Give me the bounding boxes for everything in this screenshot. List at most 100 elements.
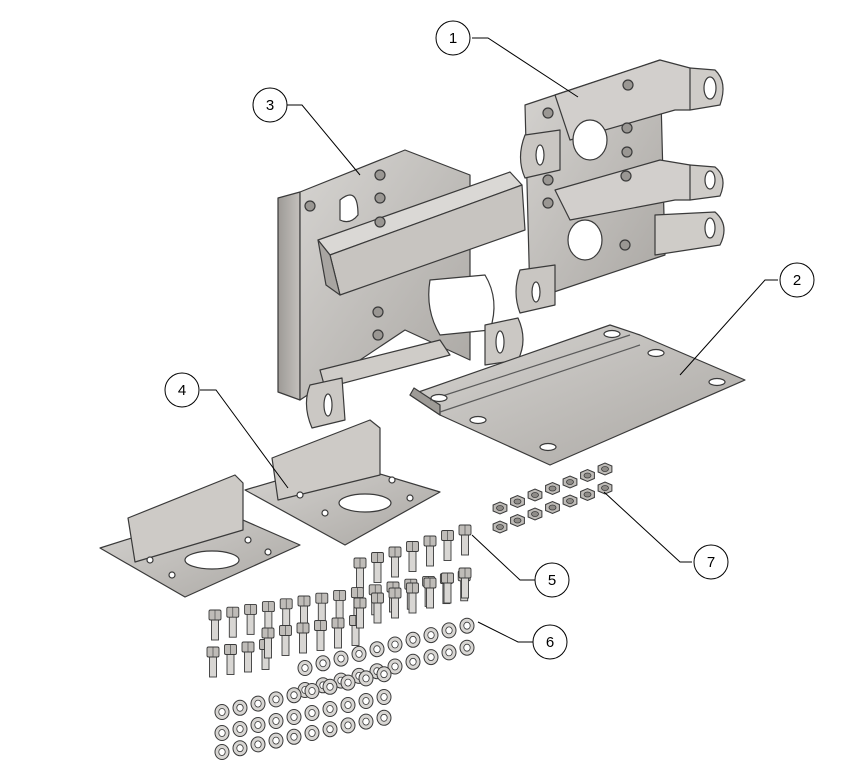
- hex-bolt: [423, 535, 437, 567]
- hex-bolt: [371, 592, 384, 624]
- hex-bolt: [406, 582, 419, 614]
- callout-5: 5: [534, 562, 570, 598]
- hex-bolt: [406, 541, 419, 572]
- callout-3-label: 3: [266, 97, 274, 114]
- balloons: 1 2 3 4 5 6 7: [164, 20, 815, 660]
- washer: [459, 639, 475, 656]
- base-plate: [409, 324, 746, 466]
- washer: [286, 709, 302, 725]
- washer: [268, 691, 284, 708]
- washer: [459, 617, 475, 634]
- washer: [358, 670, 374, 687]
- callout-7-label: 7: [707, 554, 715, 571]
- callout-1: 1: [435, 20, 471, 56]
- callout-4: 4: [164, 372, 200, 408]
- hex-bolt: [206, 646, 220, 678]
- washer: [304, 683, 320, 699]
- hex-bolts: [206, 524, 472, 678]
- upper-bracket: [515, 59, 725, 314]
- hex-nut: [597, 481, 613, 495]
- callout-1-label: 1: [449, 30, 457, 47]
- hex-nut: [510, 513, 525, 528]
- washer: [232, 699, 248, 716]
- hex-nut: [580, 468, 595, 483]
- washer: [286, 728, 302, 745]
- washer: [322, 721, 338, 738]
- hex-bolt: [458, 524, 472, 556]
- hex-bolt: [388, 546, 402, 578]
- washer: [441, 622, 457, 639]
- washer: [340, 674, 356, 691]
- washer: [214, 704, 230, 720]
- washer: [369, 641, 385, 658]
- hex-bolt: [441, 530, 454, 561]
- hex-nut: [597, 462, 613, 476]
- washer: [387, 636, 403, 653]
- hex-bolt: [279, 625, 292, 656]
- washer: [376, 709, 392, 726]
- callout-5-label: 5: [548, 572, 556, 589]
- hex-nut: [492, 520, 508, 534]
- callout-2-label: 2: [793, 272, 801, 289]
- washer: [304, 725, 320, 741]
- leader-lines: [200, 37, 778, 643]
- hex-nut: [492, 501, 508, 515]
- washer: [358, 713, 374, 730]
- washers: [214, 617, 475, 760]
- hex-bolt: [423, 577, 437, 609]
- washer: [250, 717, 266, 733]
- hex-bolt: [441, 572, 454, 604]
- callout-7: 7: [693, 544, 729, 580]
- callout-2: 2: [779, 262, 815, 298]
- hex-bolt: [261, 627, 275, 659]
- hex-nut: [545, 500, 560, 515]
- washer: [297, 660, 313, 676]
- washer: [340, 717, 356, 734]
- washer: [214, 725, 230, 741]
- hex-bolt: [458, 567, 472, 599]
- washer: [250, 736, 266, 753]
- washer: [441, 644, 457, 661]
- washer: [232, 740, 248, 757]
- washer: [423, 627, 439, 644]
- washer: [232, 721, 248, 737]
- washer: [405, 653, 421, 670]
- callout-3: 3: [252, 87, 288, 123]
- hex-bolt: [241, 641, 255, 673]
- angle-clip: [99, 419, 441, 598]
- callout-6-label: 6: [546, 634, 554, 651]
- callout-6: 6: [532, 624, 568, 660]
- washer: [304, 705, 320, 721]
- hex-nut: [562, 494, 578, 508]
- washer: [322, 701, 338, 717]
- hex-bolt: [315, 592, 329, 624]
- hex-nut: [545, 481, 560, 496]
- hex-nut: [527, 507, 543, 521]
- hex-bolt: [208, 609, 222, 641]
- hex-bolt: [296, 622, 310, 654]
- washer: [358, 693, 374, 709]
- washer: [214, 744, 230, 760]
- hex-bolt: [297, 595, 311, 627]
- hex-bolt: [331, 617, 345, 649]
- washer: [340, 697, 356, 713]
- hex-bolt: [224, 644, 237, 675]
- hex-bolt: [244, 603, 258, 635]
- hex-bolt: [333, 589, 347, 621]
- washer: [322, 678, 338, 695]
- washer: [376, 666, 392, 683]
- hex-bolt: [314, 620, 327, 651]
- washer: [286, 687, 302, 704]
- washer: [387, 658, 403, 675]
- washer: [315, 655, 331, 672]
- hex-bolt: [388, 587, 402, 619]
- hex-nut: [527, 488, 543, 502]
- main-bracket: [277, 149, 526, 429]
- washer: [405, 631, 421, 648]
- hex-nut: [562, 475, 578, 489]
- hex-bolt: [353, 557, 367, 589]
- hex-nut: [510, 494, 525, 509]
- hex-nut: [580, 487, 595, 502]
- hex-nuts: [492, 462, 613, 534]
